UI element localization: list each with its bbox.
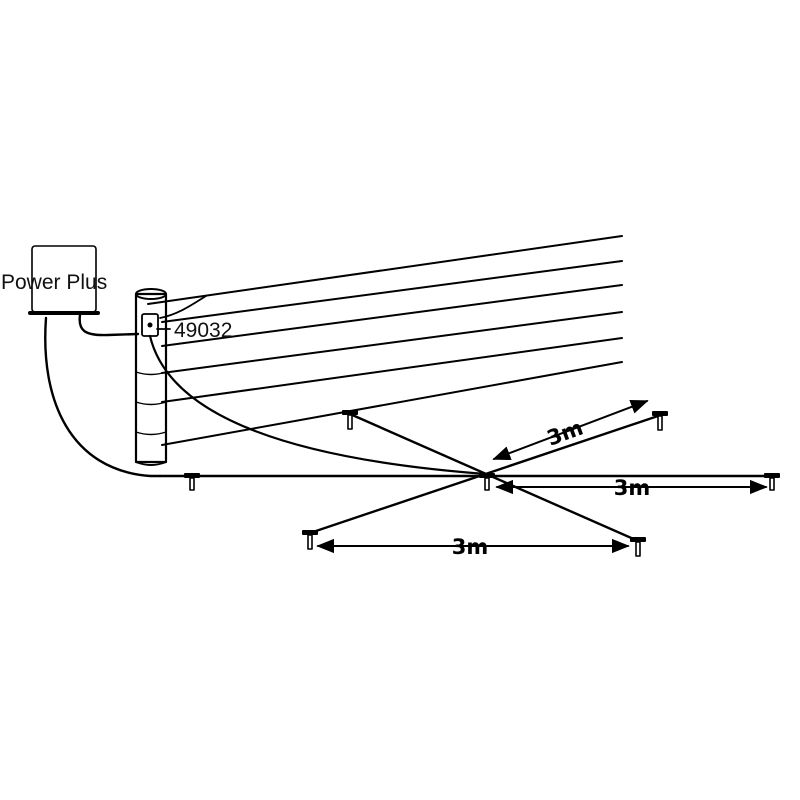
energizer-label: Power Plus xyxy=(1,271,107,294)
fence-wire-1 xyxy=(147,235,623,305)
fence-wire-2 xyxy=(161,260,623,323)
lead-out-wire xyxy=(78,313,140,337)
ground-stake-icon xyxy=(184,473,200,491)
dimension-label-right: 3m xyxy=(614,476,651,500)
dimension-label-top: 3m xyxy=(544,415,587,450)
dimension-label-bottom: 3m xyxy=(452,535,489,559)
fence-wire-5 xyxy=(161,337,623,403)
product-code-label: 49032 xyxy=(174,319,232,342)
fence-wire-4 xyxy=(161,311,623,374)
fence-post-icon xyxy=(134,288,168,466)
post-top-lead xyxy=(159,295,207,319)
fence-wire-6 xyxy=(161,361,623,446)
ground-stake-icon xyxy=(302,530,318,550)
earth-grid xyxy=(158,412,772,543)
fence-wire-3 xyxy=(161,284,623,347)
fence-wires xyxy=(147,235,623,446)
earth-lead-wire xyxy=(44,316,162,478)
ground-stake-icon xyxy=(652,411,668,431)
ground-stake-icon xyxy=(342,410,358,430)
ground-stake-icon xyxy=(764,473,780,491)
ground-stake-icon xyxy=(630,537,646,557)
dimension-arrow-top xyxy=(492,400,649,460)
earth-connection-wire xyxy=(148,334,488,476)
ground-stake-icon xyxy=(479,473,495,491)
energizer-box-icon xyxy=(28,245,100,315)
